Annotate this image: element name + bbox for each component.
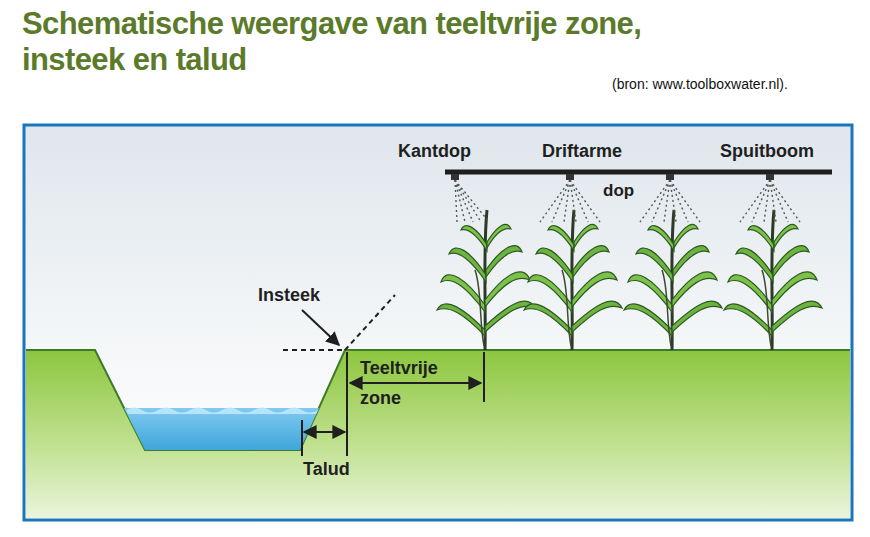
nozzle-label: dop: [603, 180, 634, 202]
nozzle-label: Driftarme: [542, 140, 622, 162]
spray-boom: [445, 170, 832, 175]
talud-label: Talud: [303, 458, 350, 480]
nozzle-label: Kantdop: [398, 140, 471, 162]
dimension-line: [346, 352, 348, 456]
title: Schematische weergave van teeltvrije zon…: [22, 6, 742, 78]
source-caption: (bron: www.toolboxwater.nl).: [612, 76, 788, 92]
ground: [26, 350, 850, 518]
dashed-slope: [345, 295, 395, 350]
insteek-label: Insteek: [258, 284, 320, 306]
nozzles: [451, 174, 774, 180]
dimension-arrow: [304, 431, 345, 433]
leader-arrow: [302, 310, 339, 345]
plants: [437, 210, 822, 350]
boom-label: Spuitboom: [720, 140, 814, 162]
dimension-arrow: [350, 382, 481, 384]
ground-edge: [26, 350, 850, 450]
spray-fans: [455, 180, 800, 222]
water: [124, 408, 319, 450]
dimension-line: [301, 420, 303, 456]
zone-label: Teeltvrije zone: [360, 353, 472, 413]
dimension-line: [483, 352, 485, 402]
frame: [24, 125, 852, 520]
dashed-level: [283, 349, 345, 351]
water-surface: [126, 408, 318, 415]
